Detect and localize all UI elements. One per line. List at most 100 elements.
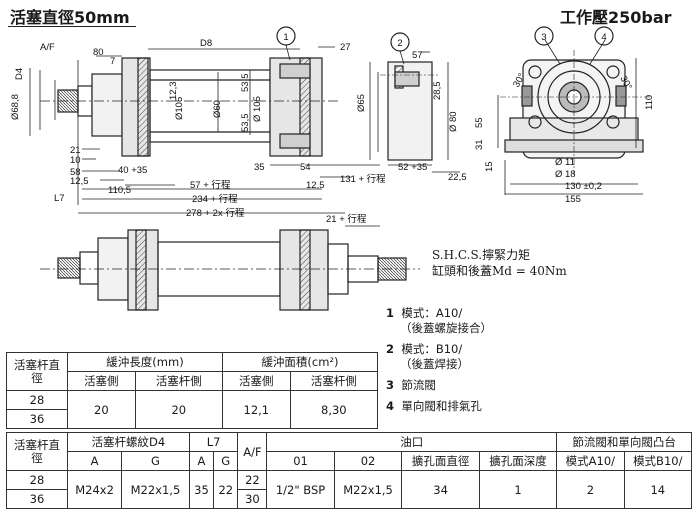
cushion-table: 活塞杆直徑 緩沖長度(mm) 緩沖面積(cm²) 活塞側 活塞杆側 活塞側 活塞… bbox=[6, 352, 379, 429]
t2-header-af: A/F bbox=[237, 432, 268, 471]
t1-sub-rod-side-area: 活塞杆側 bbox=[289, 371, 379, 391]
dim-58: 58 bbox=[70, 167, 81, 178]
t1-len-piston: 20 bbox=[67, 390, 136, 429]
callout-3-circle bbox=[534, 26, 554, 46]
dim-l7: L7 bbox=[54, 193, 65, 204]
dim-234-stroke: 234 + 行程 bbox=[192, 193, 238, 205]
t2-sub-port-02: 02 bbox=[333, 451, 403, 471]
t2-header-thread: 活塞杆螺紋D4 bbox=[67, 432, 190, 452]
t2-sub-mode-b: 模式B10/ bbox=[623, 451, 693, 471]
t1-header-cushion-length: 緩沖長度(mm) bbox=[67, 352, 223, 372]
cylinder-drawing: 1 2 3 4 A/F D4 Ø68,8 80 7 D8 27 Ø105 12,… bbox=[10, 26, 655, 311]
dim-40-35: 40 +35 bbox=[118, 165, 147, 176]
dim-28-5: 28,5 bbox=[432, 82, 443, 101]
t2-l7-g: 22 bbox=[213, 470, 239, 509]
t2-port-01: 1/2" BSP bbox=[266, 470, 335, 509]
working-pressure-title: 工作壓250bar bbox=[560, 8, 672, 27]
t1-sub-piston-side-area: 活塞側 bbox=[221, 371, 291, 391]
dim-d4: D4 bbox=[14, 68, 25, 80]
legend-item-2: 2 模式：B10/ bbox=[386, 342, 463, 356]
legend-item-1: 1 模式：A10/ bbox=[386, 306, 463, 320]
dim-27: 27 bbox=[340, 42, 351, 53]
t1-sub-rod-side-len: 活塞杆側 bbox=[134, 371, 223, 391]
t1-header-rod: 活塞杆直徑 bbox=[6, 352, 68, 391]
t2-header-port: 油口 bbox=[266, 432, 558, 452]
dim-21-stroke: 21 + 行程 bbox=[326, 213, 367, 225]
dim-12-5-b: 12,5 bbox=[306, 180, 325, 191]
piston-diameter-title: 活塞直徑50mm bbox=[10, 8, 130, 27]
t1-rod-28: 28 bbox=[6, 390, 68, 410]
torque-note-line1: S.H.C.S.擰緊力矩 bbox=[432, 248, 531, 262]
dim-12-5-a: 12,5 bbox=[70, 176, 89, 187]
side-view-bottom bbox=[40, 229, 420, 311]
dim-22-5: 22,5 bbox=[448, 172, 467, 183]
dim-phi60: Ø60 bbox=[212, 100, 223, 118]
t1-area-rod: 8,30 bbox=[289, 390, 379, 429]
legend-item-2-sub: （後蓋焊接） bbox=[400, 357, 469, 371]
t2-header-rod: 活塞杆直徑 bbox=[6, 432, 68, 471]
t1-sub-piston-side-len: 活塞側 bbox=[67, 371, 136, 391]
model-legend: 1 模式：A10/ （後蓋螺旋接合） 2 模式：B10/ （後蓋焊接） 3 節流… bbox=[386, 306, 492, 414]
callout-4: 4 bbox=[601, 32, 606, 43]
dim-80: 80 bbox=[93, 47, 104, 58]
t2-sub-l7-g: G bbox=[213, 451, 239, 471]
dim-phi105-b: Ø 105 bbox=[252, 96, 263, 122]
t1-rod-36: 36 bbox=[6, 409, 68, 429]
dim-d8: D8 bbox=[200, 38, 212, 49]
t2-rod-36: 36 bbox=[6, 489, 68, 509]
dim-35: 35 bbox=[254, 162, 265, 173]
torque-note-line2: 缸頭和後蓋Md = 40Nm bbox=[432, 264, 567, 278]
t2-bore-depth: 1 bbox=[478, 470, 558, 509]
t2-boss-b: 14 bbox=[623, 470, 693, 509]
dim-31: 31 bbox=[474, 139, 485, 150]
dim-278-stroke: 278 + 2x 行程 bbox=[186, 207, 245, 219]
end-view-port bbox=[369, 51, 460, 173]
thread-port-table: 活塞杆直徑 活塞杆螺紋D4 L7 A/F 油口 節流閥和單向閥凸台 A G A … bbox=[6, 432, 693, 509]
t2-sub-mode-a: 模式A10/ bbox=[556, 451, 625, 471]
t2-l7-a: 35 bbox=[188, 470, 215, 509]
t2-sub-bore-depth: 擴孔面深度 bbox=[478, 451, 558, 471]
t2-sub-bore-diameter: 擴孔面直徑 bbox=[401, 451, 480, 471]
dim-53-5-b: 53,5 bbox=[240, 114, 251, 133]
legend-item-4: 4 單向閥和排氣孔 bbox=[386, 399, 482, 413]
t2-sub-port-01: 01 bbox=[266, 451, 335, 471]
dim-phi18: Ø 18 bbox=[555, 169, 576, 180]
legend-item-1-sub: （後蓋螺旋接合） bbox=[400, 321, 492, 335]
dim-52-35: 52 +35 bbox=[398, 162, 427, 173]
dim-55: 55 bbox=[474, 117, 485, 128]
dim-110: 110 bbox=[644, 95, 655, 110]
callout-4-circle bbox=[594, 26, 614, 46]
t1-header-cushion-area: 緩沖面積(cm²) bbox=[221, 352, 379, 372]
dim-phi11: Ø 11 bbox=[555, 157, 575, 168]
dim-phi80: Ø 80 bbox=[448, 111, 459, 132]
t2-sub-thread-a: A bbox=[66, 451, 123, 471]
dim-10: 10 bbox=[70, 155, 81, 166]
callout-3: 3 bbox=[541, 32, 546, 43]
front-view-flange bbox=[497, 39, 650, 195]
legend-item-3: 3 節流閥 bbox=[386, 378, 436, 392]
t2-header-boss: 節流閥和單向閥凸台 bbox=[556, 432, 692, 452]
dim-57-stroke: 57 + 行程 bbox=[190, 179, 231, 191]
dim-15: 15 bbox=[484, 161, 495, 172]
t2-bore-diameter: 34 bbox=[401, 470, 480, 509]
dim-21: 21 bbox=[70, 145, 81, 156]
t1-area-piston: 12,1 bbox=[221, 390, 291, 429]
t2-thread-g: M22x1,5 bbox=[121, 470, 190, 509]
t2-rod-28: 28 bbox=[6, 470, 68, 490]
dim-af: A/F bbox=[40, 42, 55, 53]
side-view-top bbox=[40, 57, 340, 157]
dim-7: 7 bbox=[110, 56, 115, 67]
title-underline bbox=[8, 26, 136, 27]
dim-phi105: Ø105 bbox=[174, 97, 185, 120]
dim-57: 57 bbox=[412, 50, 423, 61]
t2-thread-a: M24x2 bbox=[66, 470, 123, 509]
dim-53-5-a: 53,5 bbox=[240, 74, 251, 93]
t1-len-rod: 20 bbox=[134, 390, 223, 429]
t2-port-02: M22x1,5 bbox=[333, 470, 403, 509]
dim-155: 155 bbox=[565, 194, 581, 205]
t2-af-22: 22 bbox=[237, 470, 268, 490]
t2-sub-l7-a: A bbox=[188, 451, 215, 471]
t2-sub-thread-g: G bbox=[121, 451, 190, 471]
dim-110-5: 110,5 bbox=[108, 185, 131, 196]
callout-2: 2 bbox=[397, 38, 402, 49]
